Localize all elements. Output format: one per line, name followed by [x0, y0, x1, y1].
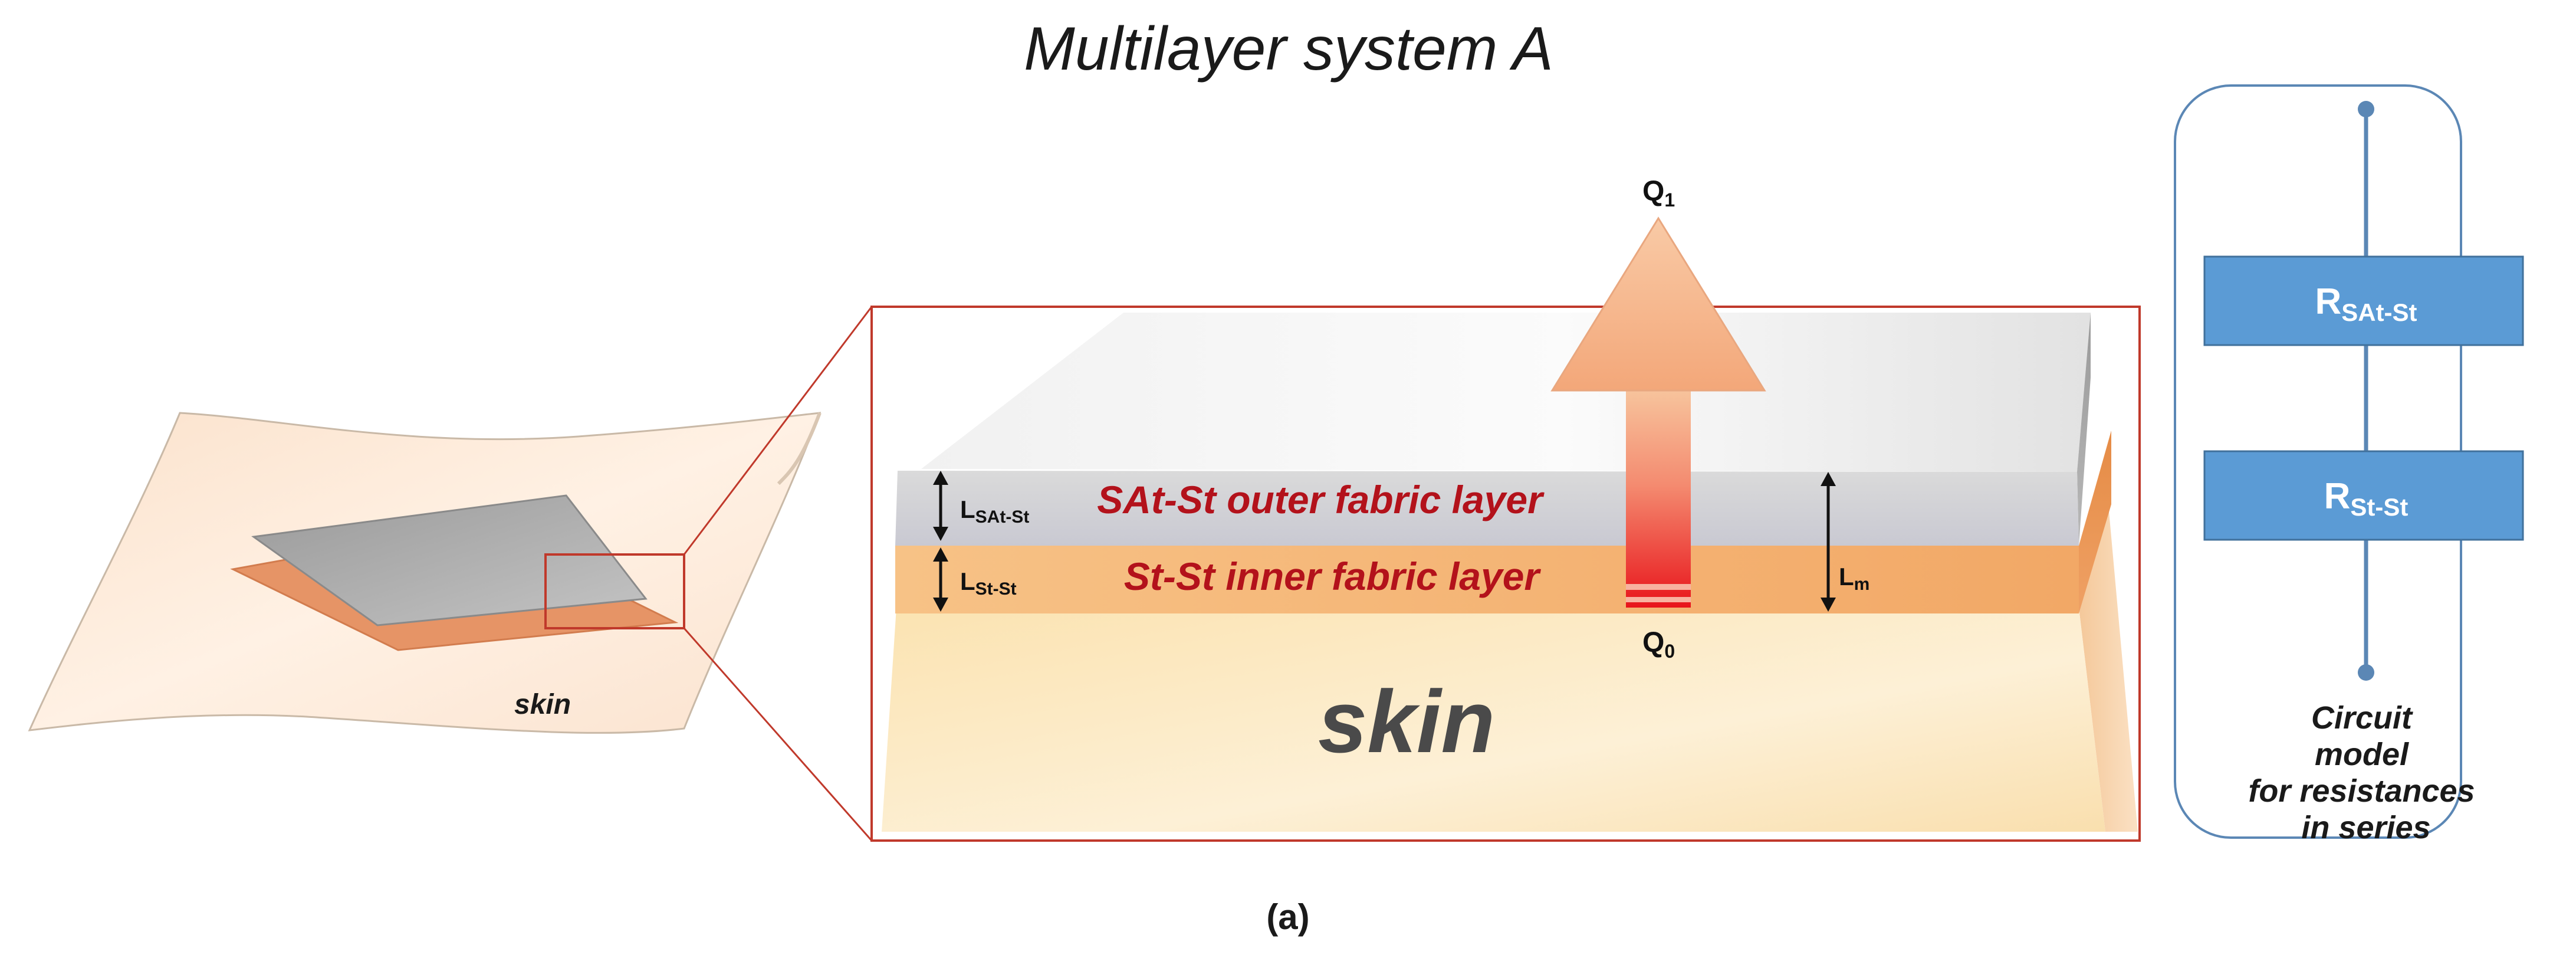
figure-caption: (a): [1266, 897, 1309, 937]
flux-top-label: Q1: [1642, 176, 1675, 211]
cross-section-panel: skin SAt-St outer fabric layer St-St inn…: [870, 176, 2141, 842]
heat-flux-head: [1550, 216, 1766, 392]
dim-arrow-total: [1821, 472, 1836, 612]
outer-layer-front: [895, 471, 2079, 546]
flux-stripe-1: [1626, 584, 1691, 590]
circuit-node-top: [2358, 101, 2374, 117]
dim-arrow-outer: [933, 471, 948, 541]
resistor-1-label: RSAt-St: [2315, 281, 2417, 326]
heat-flux-shaft: [1626, 385, 1691, 608]
inner-layer-front: [895, 546, 2079, 613]
zoom-line-top: [683, 306, 873, 555]
cross-section-skin-label: skin: [1318, 672, 1495, 771]
zoom-box: [544, 553, 685, 629]
resistor-1: [2203, 255, 2524, 346]
heat-flux-arrow: [1550, 216, 1766, 608]
outer-layer-top: [921, 313, 2091, 472]
outer-layer-label: SAt-St outer fabric layer: [1097, 478, 1545, 521]
circuit-node-bottom: [2358, 664, 2374, 681]
resistor-2-label: RSt-St: [2324, 476, 2409, 521]
skin-block-side: [2079, 504, 2138, 832]
dim-outer-label: LSAt-St: [960, 496, 1029, 527]
flux-bottom-label: Q0: [1642, 627, 1675, 662]
sketch-skin-label: skin: [514, 689, 571, 720]
zoom-line-bottom: [683, 628, 873, 841]
figure-title: Multilayer system A: [1024, 15, 1553, 83]
circuit-panel: RSAt-St RSt-St Circuit model for resista…: [2174, 84, 2524, 845]
resistor-2: [2203, 450, 2524, 541]
circuit-caption: Circuit model for resistances in series: [2248, 700, 2483, 845]
inner-layer-label: St-St inner fabric layer: [1124, 554, 1542, 598]
outer-fabric-sketch: [251, 494, 648, 626]
inner-layer-side: [2079, 431, 2111, 613]
flux-stripe-2: [1626, 597, 1691, 602]
dim-total-label: Lm: [1839, 563, 1869, 594]
skin-sheet-edge: [777, 412, 822, 485]
dim-arrow-inner: [933, 547, 948, 612]
skin-sheet-sketch: skin: [28, 306, 873, 841]
outer-layer-side: [2077, 313, 2091, 546]
skin-block-front: [882, 608, 2105, 832]
dim-inner-label: LSt-St: [960, 567, 1017, 599]
